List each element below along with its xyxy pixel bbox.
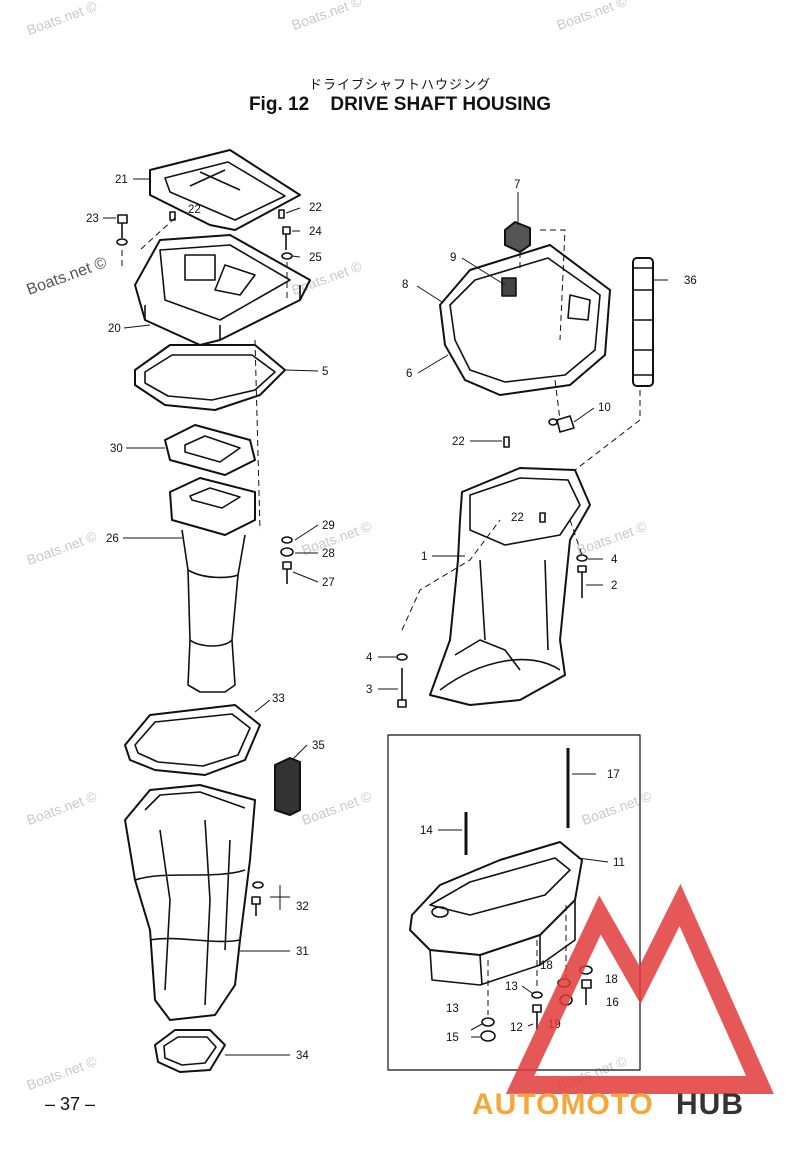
gasket-30-inner <box>184 435 241 463</box>
callout-28: 28 <box>322 548 335 560</box>
adapter-plate-20-part <box>134 234 311 346</box>
callout-4: 4 <box>366 652 373 664</box>
callout-21: 21 <box>115 174 128 186</box>
callout-25: 25 <box>309 252 322 264</box>
callout-1: 1 <box>421 551 427 563</box>
callout-22: 22 <box>511 512 524 524</box>
pin-22-part <box>539 512 546 523</box>
japanese-title: ドライブシャフトハウジング <box>308 78 491 93</box>
callout-2: 2 <box>611 580 617 592</box>
callout-22: 22 <box>452 436 465 448</box>
callout-33: 33 <box>272 693 285 705</box>
bolt-10-part <box>548 415 575 433</box>
callout-13: 13 <box>446 1003 459 1015</box>
gasket-33-part <box>124 704 261 776</box>
callout-27: 27 <box>322 577 335 589</box>
gasket-21-part <box>149 149 301 231</box>
callout-4: 4 <box>611 554 618 566</box>
callout-31: 31 <box>296 946 309 958</box>
washer-4-part <box>576 554 588 562</box>
muffler-31-part <box>124 784 256 1021</box>
callout-29: 29 <box>322 520 335 532</box>
callout-34: 34 <box>296 1050 309 1062</box>
gasket-30-part <box>164 424 256 476</box>
hose-36-part <box>632 257 654 387</box>
callout-11: 11 <box>613 857 625 869</box>
lower-case-11-part <box>409 841 583 986</box>
bolt-27-part <box>282 561 292 584</box>
callout-18: 18 <box>540 960 553 972</box>
inset-box <box>387 734 641 1071</box>
upper-casing-1-part <box>429 467 591 706</box>
callout-13: 13 <box>505 981 518 993</box>
callout-5: 5 <box>322 366 328 378</box>
figure-name: DRIVE SHAFT HOUSING <box>330 94 552 115</box>
brand-name-part2: HUB <box>676 1088 744 1121</box>
callout-15: 15 <box>446 1032 459 1044</box>
bolt-3-part <box>397 668 407 708</box>
apron-6-part <box>439 244 611 396</box>
callout-17: 17 <box>607 769 620 781</box>
bolt-16-part <box>581 979 592 1005</box>
bolt-2-part <box>577 565 587 598</box>
callout-22: 22 <box>188 204 201 216</box>
seal-35-part <box>274 757 301 816</box>
callout-6: 6 <box>406 368 412 380</box>
washer-13-part <box>531 991 543 999</box>
washer-4-part <box>396 653 408 661</box>
callout-12: 12 <box>510 1022 523 1034</box>
callout-8: 8 <box>402 279 408 291</box>
callout-22: 22 <box>309 202 322 214</box>
callout-36: 36 <box>684 275 697 287</box>
callout-7: 7 <box>514 179 520 191</box>
grommet-7-part <box>504 221 531 253</box>
bolt-23-part <box>116 214 128 246</box>
callout-3: 3 <box>366 684 372 696</box>
callout-26: 26 <box>106 533 119 545</box>
gasket-5-inner <box>144 354 276 401</box>
bolt-32-part <box>251 896 261 916</box>
callout-20: 20 <box>108 323 121 335</box>
nut-28-part <box>280 547 294 557</box>
bolt-24-part <box>281 226 293 260</box>
exhaust-pipe-26-part <box>169 477 256 693</box>
callout-10: 10 <box>598 402 611 414</box>
callout-9: 9 <box>450 252 456 264</box>
callout-32: 32 <box>296 901 309 913</box>
bolt-12-part <box>532 1004 542 1030</box>
figure-title: Fig. 12 DRIVE SHAFT HOUSING <box>0 94 800 116</box>
brand-name-part1: AUTOMOTO <box>472 1088 654 1121</box>
callout-18: 18 <box>605 974 618 986</box>
gasket-5-part <box>134 344 286 411</box>
callout-30: 30 <box>110 443 123 455</box>
gasket-34-part <box>154 1029 226 1073</box>
callout-14: 14 <box>420 825 433 837</box>
pin-22-part <box>278 209 285 219</box>
brand-logo-icon <box>505 883 774 1094</box>
callout-24: 24 <box>309 226 322 238</box>
washer-29-part <box>281 536 293 544</box>
callout-23: 23 <box>86 213 99 225</box>
washer-32-part <box>252 881 264 889</box>
nut-13-part <box>481 1017 495 1027</box>
page-number: – 37 – <box>45 1094 96 1114</box>
pin-22-part <box>503 436 510 448</box>
figure-number: Fig. 12 <box>248 94 310 115</box>
gasket-34-inner <box>163 1036 217 1066</box>
callout-16: 16 <box>606 997 619 1009</box>
gasket-33-inner <box>134 713 251 767</box>
nut-15-part <box>480 1030 496 1042</box>
callout-35: 35 <box>312 740 325 752</box>
